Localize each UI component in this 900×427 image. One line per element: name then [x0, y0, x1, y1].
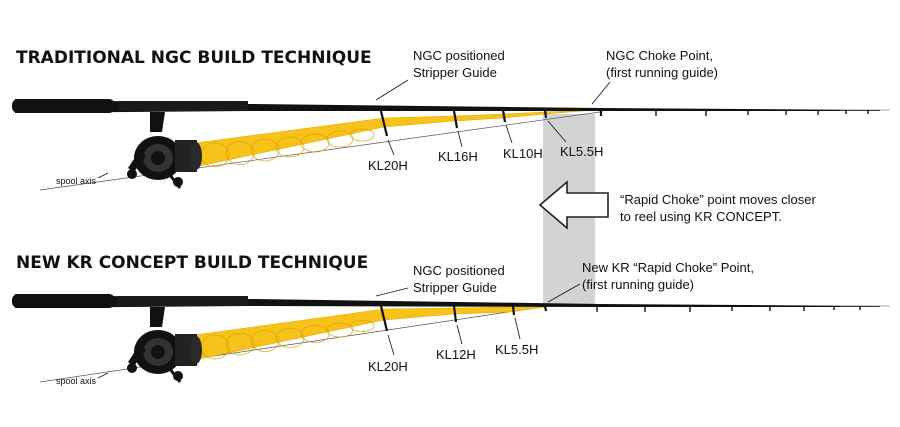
guide-pointer — [547, 120, 567, 143]
choke-shift-arrow — [538, 180, 609, 230]
choke-point-label-2: (first running guide) — [582, 277, 694, 292]
guide-label: KL20H — [368, 158, 408, 173]
line-cone — [194, 109, 596, 168]
rod-reel-seat — [118, 296, 248, 306]
spool-axis-line — [39, 305, 549, 383]
guide-pointer — [457, 130, 463, 148]
choke-point-label: New KR “Rapid Choke” Point, — [582, 260, 754, 275]
choke-point-pointer — [547, 283, 581, 303]
guide-pointer — [505, 124, 513, 144]
stripper-guide-pointer — [375, 79, 409, 101]
stripper-guide-label-2: Stripper Guide — [413, 280, 497, 295]
guides-top — [379, 109, 869, 137]
spinning-reel — [127, 307, 202, 383]
choke-point-label-2: (first running guide) — [606, 65, 718, 80]
guide-label: KL5.5H — [495, 342, 538, 357]
callout-line-1: “Rapid Choke” point moves closer — [620, 192, 816, 207]
rod-grip — [12, 294, 115, 308]
spinning-reel — [127, 112, 202, 189]
spool-axis-label: spool axis — [56, 376, 97, 386]
traditional-section: TRADITIONAL NGC BUILD TECHNIQUE — [12, 48, 890, 191]
guide-label: KL5.5H — [560, 144, 603, 159]
rod-grip — [12, 99, 115, 113]
stripper-guide-pointer — [375, 287, 409, 297]
choke-point-pointer — [591, 81, 611, 105]
spool-axis-pointer — [97, 372, 109, 379]
new-kr-title: NEW KR CONCEPT BUILD TECHNIQUE — [16, 253, 368, 273]
rod-reel-seat — [118, 101, 248, 111]
guide-label: KL20H — [368, 359, 408, 374]
guide-label: KL16H — [438, 149, 478, 164]
spool-axis-pointer — [97, 172, 109, 179]
guide-pointer — [456, 324, 463, 345]
guide-pointer — [387, 334, 395, 356]
new-kr-section: NEW KR CONCEPT BUILD TECHNIQUE — [12, 253, 890, 386]
stripper-guide-label-2: Stripper Guide — [413, 65, 497, 80]
traditional-title: TRADITIONAL NGC BUILD TECHNIQUE — [16, 48, 372, 68]
line-cone — [194, 306, 546, 361]
spool-axis-label: spool axis — [56, 176, 97, 186]
callout-line-2: to reel using KR CONCEPT. — [620, 209, 782, 224]
stripper-guide-label: NGC positioned — [413, 48, 505, 63]
choke-point-label: NGC Choke Point, — [606, 48, 713, 63]
guide-pointer — [514, 317, 521, 340]
line-spiral — [200, 128, 375, 168]
guides-bottom — [379, 305, 861, 332]
guide-label: KL10H — [503, 146, 543, 161]
guide-pointer — [387, 139, 395, 156]
stripper-guide-label: NGC positioned — [413, 263, 505, 278]
guide-label: KL12H — [436, 347, 476, 362]
